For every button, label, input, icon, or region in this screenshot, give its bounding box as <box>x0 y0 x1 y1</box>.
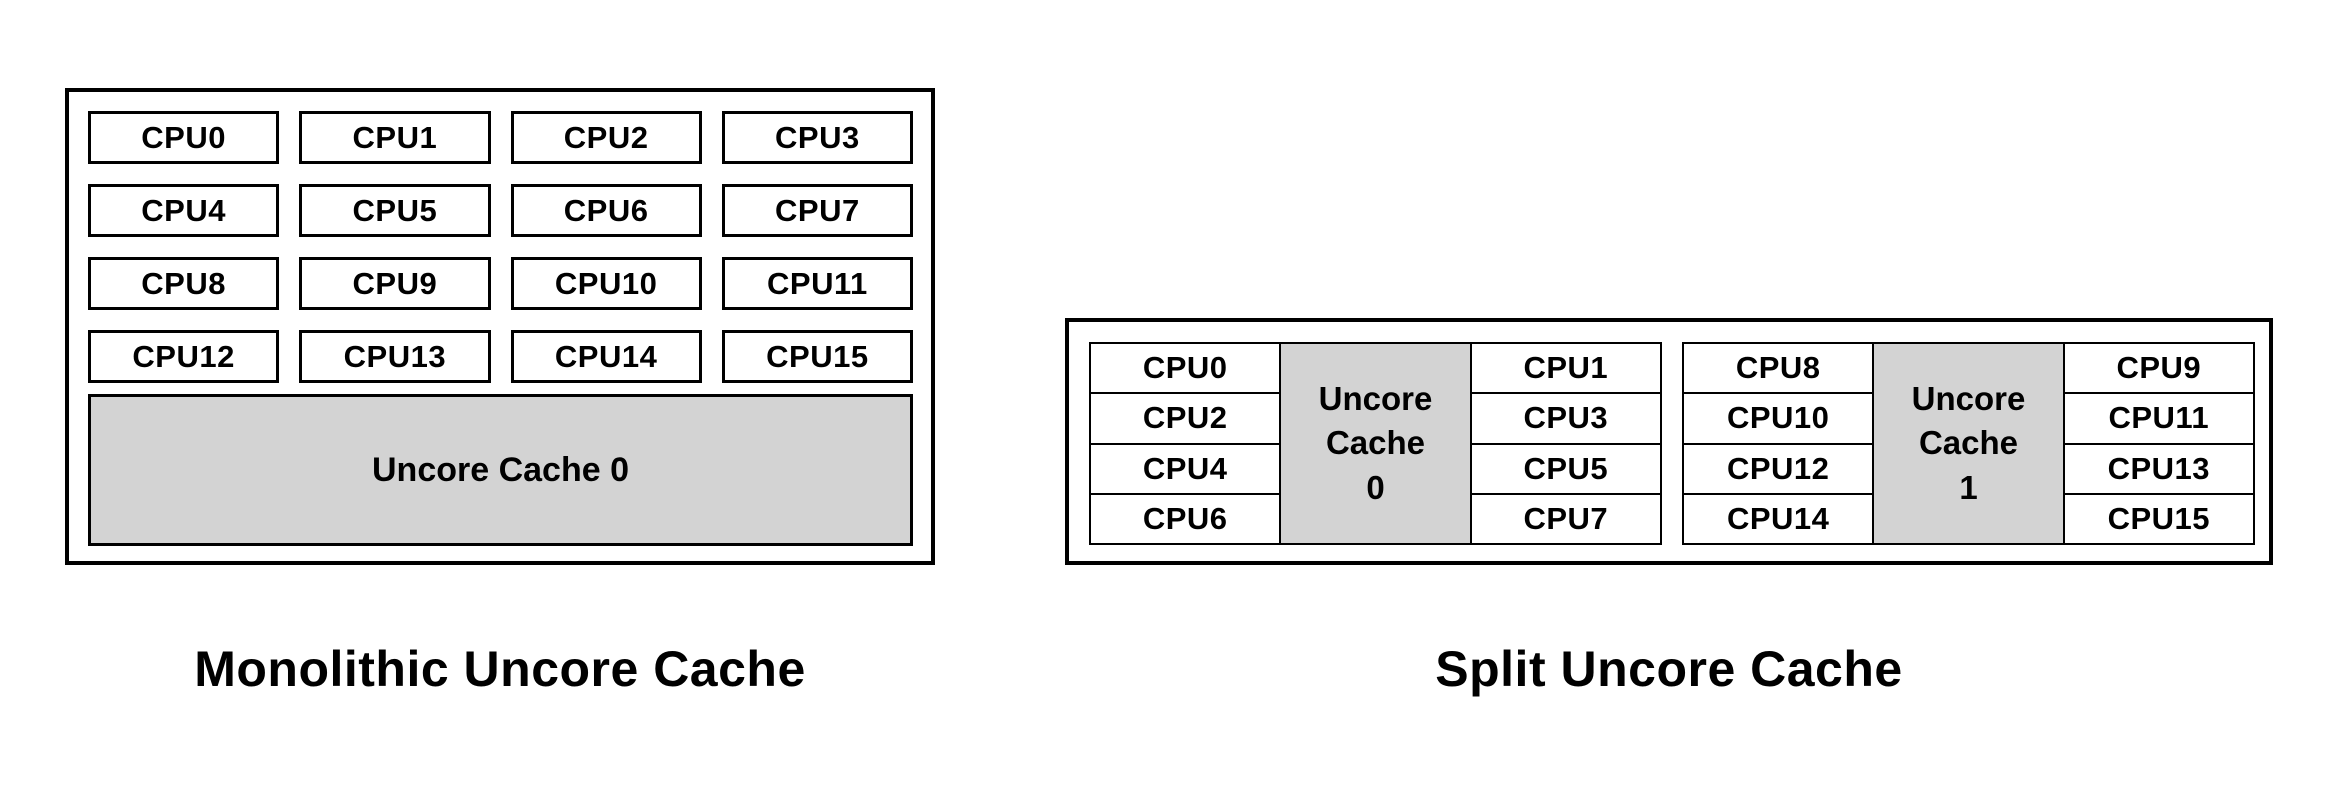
uncore-cache-0-line: 0 <box>1366 468 1385 506</box>
cpu-cell-cpu11: CPU11 <box>2064 394 2253 443</box>
monolithic-caption: Monolithic Uncore Cache <box>194 641 806 697</box>
cpu-cell-cpu7: CPU7 <box>1471 494 1660 543</box>
cpu-cell-cpu2: CPU2 <box>1091 394 1280 443</box>
cpu-cell-cpu4: CPU4 <box>1091 444 1280 493</box>
cpu-box-cpu6: CPU6 <box>510 184 702 237</box>
cpu-cell-cpu10: CPU10 <box>1684 394 1873 443</box>
split-caption: Split Uncore Cache <box>1435 641 1903 697</box>
cpu-cell-cpu0: CPU0 <box>1091 344 1280 393</box>
cpu-cell-cpu5: CPU5 <box>1471 444 1660 493</box>
uncore-cache-1-line: 1 <box>1959 468 1978 506</box>
uncore-cache-0-label: Uncore Cache 0 <box>372 450 629 489</box>
cpu-box-cpu8: CPU8 <box>88 257 280 310</box>
cpu-box-cpu13: CPU13 <box>299 330 491 383</box>
cpu-cell-cpu9: CPU9 <box>2064 344 2253 393</box>
cpu-box-cpu15: CPU15 <box>721 330 913 383</box>
cpu-box-cpu4: CPU4 <box>88 184 280 237</box>
uncore-cache-1-line: Cache <box>1918 424 2019 462</box>
cpu-box-cpu5: CPU5 <box>299 184 491 237</box>
uncore-cache-0-line: Cache <box>1325 424 1426 462</box>
uncore-cache-0-line: Uncore <box>1318 379 1433 417</box>
cpu-cell-cpu3: CPU3 <box>1471 394 1660 443</box>
cpu-cell-cpu1: CPU1 <box>1471 344 1660 393</box>
cpu-box-cpu12: CPU12 <box>88 330 280 383</box>
cpu-box-cpu7: CPU7 <box>721 184 913 237</box>
cpu-cell-cpu14: CPU14 <box>1684 494 1873 543</box>
cpu-cell-cpu12: CPU12 <box>1684 444 1873 493</box>
cpu-box-cpu9: CPU9 <box>299 257 491 310</box>
cpu-cell-cpu6: CPU6 <box>1091 494 1280 543</box>
cpu-box-cpu14: CPU14 <box>510 330 702 383</box>
cpu-box-cpu11: CPU11 <box>721 257 913 310</box>
uncore-cache-1-line: Uncore <box>1911 379 2026 417</box>
cpu-box-cpu2: CPU2 <box>510 111 702 164</box>
uncore-cache-0-block: Uncore Cache 0 <box>88 394 913 546</box>
cpu-cell-cpu8: CPU8 <box>1684 344 1873 393</box>
cpu-cell-cpu15: CPU15 <box>2064 494 2253 543</box>
cpu-box-cpu10: CPU10 <box>510 257 702 310</box>
cpu-box-cpu1: CPU1 <box>299 111 491 164</box>
cpu-box-cpu0: CPU0 <box>88 111 280 164</box>
cpu-cell-cpu13: CPU13 <box>2064 444 2253 493</box>
cpu-box-cpu3: CPU3 <box>721 111 913 164</box>
